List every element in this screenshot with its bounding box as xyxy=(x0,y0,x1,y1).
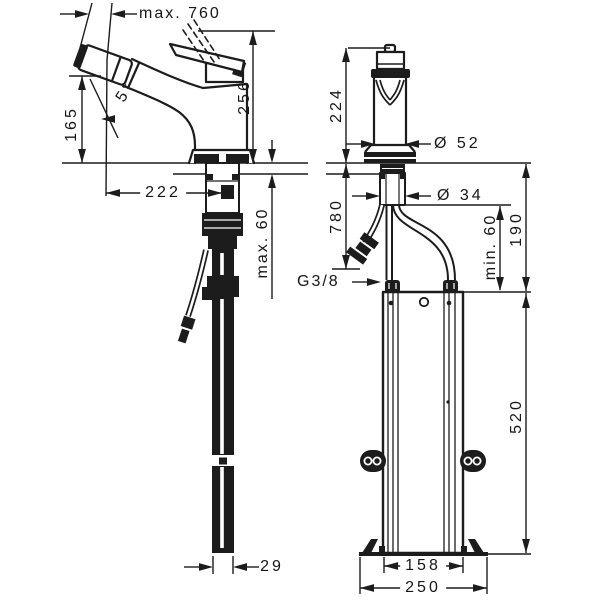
dimension-arrow xyxy=(449,562,463,570)
dimension-arrow xyxy=(233,563,247,571)
dimension-arrow xyxy=(522,294,530,308)
spout-top-edge xyxy=(130,57,205,90)
unit-frame xyxy=(381,290,465,555)
hose-guide-block xyxy=(221,185,234,199)
head-joint-band xyxy=(371,69,410,78)
dimension-arrow xyxy=(522,277,530,291)
handle-range-dashed xyxy=(182,19,221,65)
hose-loop-inner xyxy=(392,204,449,281)
dim-label-min-clearance: min. 60 xyxy=(482,213,499,281)
dimension-arrow xyxy=(361,140,375,148)
hose-clip-tab xyxy=(202,287,212,300)
aerator-face xyxy=(73,44,88,69)
dimension-arrow xyxy=(342,48,350,62)
dimension-line xyxy=(105,59,108,197)
pullout-spray-head xyxy=(73,44,133,86)
dimension-arrow xyxy=(78,149,86,163)
under-counter-hoses-front xyxy=(346,164,456,281)
dimension-arrow xyxy=(249,31,257,45)
dim-label-max-pullout: max. 760 xyxy=(139,5,221,22)
escutcheon-shade-left xyxy=(194,154,219,163)
dimension-line xyxy=(89,78,119,139)
dimension-line xyxy=(79,2,93,49)
hose-coupling xyxy=(207,276,239,297)
dimension-arrow xyxy=(366,192,380,200)
dimension-arrow xyxy=(473,584,487,592)
handle-head-front xyxy=(375,50,406,71)
under-counter-hoses-side xyxy=(177,162,243,553)
faucet-front-view xyxy=(364,43,416,163)
spray-head-joint-line xyxy=(126,61,141,90)
dimension-arrow xyxy=(78,76,86,90)
dimension-arrow xyxy=(268,174,276,188)
dim-label-hose-width: 29 xyxy=(260,558,284,575)
faucet-side-view xyxy=(73,19,256,165)
dim-label-unit-inner-width: 158 xyxy=(400,558,446,574)
mounting-unit xyxy=(359,280,488,556)
dim-label-unit-offset: 190 xyxy=(508,211,525,247)
dimension-arrow xyxy=(199,563,213,571)
dim-label-unit-height: 520 xyxy=(508,398,525,434)
dimension-arrow xyxy=(342,164,350,178)
side-clip-left xyxy=(360,450,386,472)
dimension-arrow xyxy=(522,164,530,178)
dim-label-shank-diameter: Ø 34 xyxy=(437,187,484,204)
dim-label-max-thickness: max. 60 xyxy=(254,207,271,279)
dimension-arrow xyxy=(496,206,504,220)
spout-underside xyxy=(122,84,197,165)
hose-loop-outer xyxy=(398,204,456,281)
dimension-arrow xyxy=(111,10,125,18)
dimension-arrow xyxy=(522,539,530,553)
fastening-nut-side xyxy=(202,213,243,236)
dimension-arrow xyxy=(360,584,374,592)
dimension-arrow xyxy=(405,140,419,148)
dimension-arrow xyxy=(106,189,120,197)
dimension-arrow xyxy=(101,115,115,123)
reference-lines xyxy=(62,162,531,555)
dim-label-height-front: 224 xyxy=(328,87,345,123)
dimension-arrow xyxy=(268,149,276,163)
flange-front xyxy=(364,143,416,153)
dim-label-body-diameter: Ø 52 xyxy=(434,135,481,152)
dim-label-thread-size: G3/8 xyxy=(297,273,340,290)
unit-rails xyxy=(387,293,456,552)
body-outline xyxy=(201,82,249,165)
dimension-line xyxy=(106,2,113,61)
dimension-arrow xyxy=(342,149,350,163)
dimension-arrow xyxy=(75,10,89,18)
escutcheon-shade-right xyxy=(226,154,249,163)
supply-hose-fittings-front xyxy=(346,232,379,265)
dimension-arrow xyxy=(384,562,398,570)
dim-label-hose-length: 780 xyxy=(328,198,345,234)
dim-label-base-plate-width: 250 xyxy=(400,580,446,596)
foot-left xyxy=(362,539,378,553)
foot-right xyxy=(468,539,484,553)
dimension-arrow xyxy=(342,255,350,269)
dim-label-height-side: 256 xyxy=(236,79,253,115)
supply-hose-fitting-side xyxy=(177,315,196,344)
dimension-arrow xyxy=(367,278,381,286)
dimension-arrow xyxy=(208,189,222,197)
dimension-arrow xyxy=(496,277,504,291)
spray-head-front-contours xyxy=(375,79,405,106)
dimension-arrow xyxy=(405,192,419,200)
dim-label-spout-reach: 222 xyxy=(140,185,186,201)
mounting-hole xyxy=(418,296,430,308)
handle-lever xyxy=(168,42,246,74)
side-clip-right xyxy=(460,450,486,472)
dim-label-outlet-height: 165 xyxy=(63,106,80,142)
dimension-lines xyxy=(60,2,530,594)
dimension-arrow xyxy=(249,149,257,163)
